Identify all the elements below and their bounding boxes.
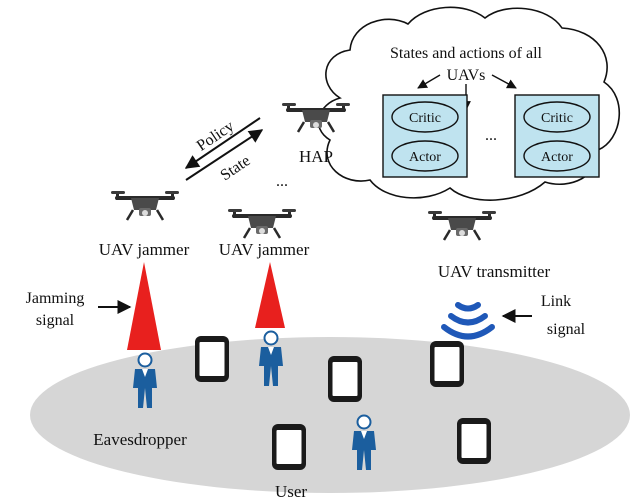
link-signal-icon xyxy=(441,302,495,340)
state-label: State xyxy=(217,152,253,184)
critic-label-right: Critic xyxy=(541,111,573,126)
phone-1-icon xyxy=(195,336,229,382)
jammer-drone-2-icon xyxy=(226,207,298,240)
critic-label-left: Critic xyxy=(409,111,441,126)
jamming-beam-2 xyxy=(255,262,285,328)
user-label: User xyxy=(275,482,307,501)
jamming-beam-1 xyxy=(127,262,161,350)
cloud-title-line2: UAVs xyxy=(447,67,486,84)
eavesdropper-label: Eavesdropper xyxy=(93,430,187,449)
link-label-line1: Link xyxy=(541,293,571,310)
hap-ellipsis: ... xyxy=(276,173,288,190)
phone-2-icon xyxy=(328,356,362,402)
phone-5-icon xyxy=(457,418,491,464)
jamming-label-line2: signal xyxy=(36,312,75,329)
state-arrow xyxy=(185,129,264,181)
actor-label-right: Actor xyxy=(541,150,573,165)
link-label-line2: signal xyxy=(547,321,586,338)
jammer-label-1: UAV jammer xyxy=(99,240,190,259)
arrow-to-right-box xyxy=(491,74,517,89)
jamming-label-line1: Jamming xyxy=(26,290,85,307)
actor-critic-box-right xyxy=(514,94,600,178)
actor-label-left: Actor xyxy=(409,150,441,165)
agents-ellipsis: ... xyxy=(485,127,497,144)
phone-4-icon xyxy=(272,424,306,470)
actor-critic-box-left xyxy=(382,94,468,178)
policy-arrow xyxy=(184,117,261,169)
hap-label: HAP xyxy=(299,147,333,166)
jammer-label-2: UAV jammer xyxy=(219,240,310,259)
arrow-to-left-box xyxy=(417,74,441,89)
transmitter-drone-icon xyxy=(426,209,498,242)
jammer-drone-1-icon xyxy=(109,189,181,222)
phone-3-icon xyxy=(430,341,464,387)
cloud-title-line1: States and actions of all xyxy=(390,45,543,62)
transmitter-label: UAV transmitter xyxy=(438,262,551,281)
